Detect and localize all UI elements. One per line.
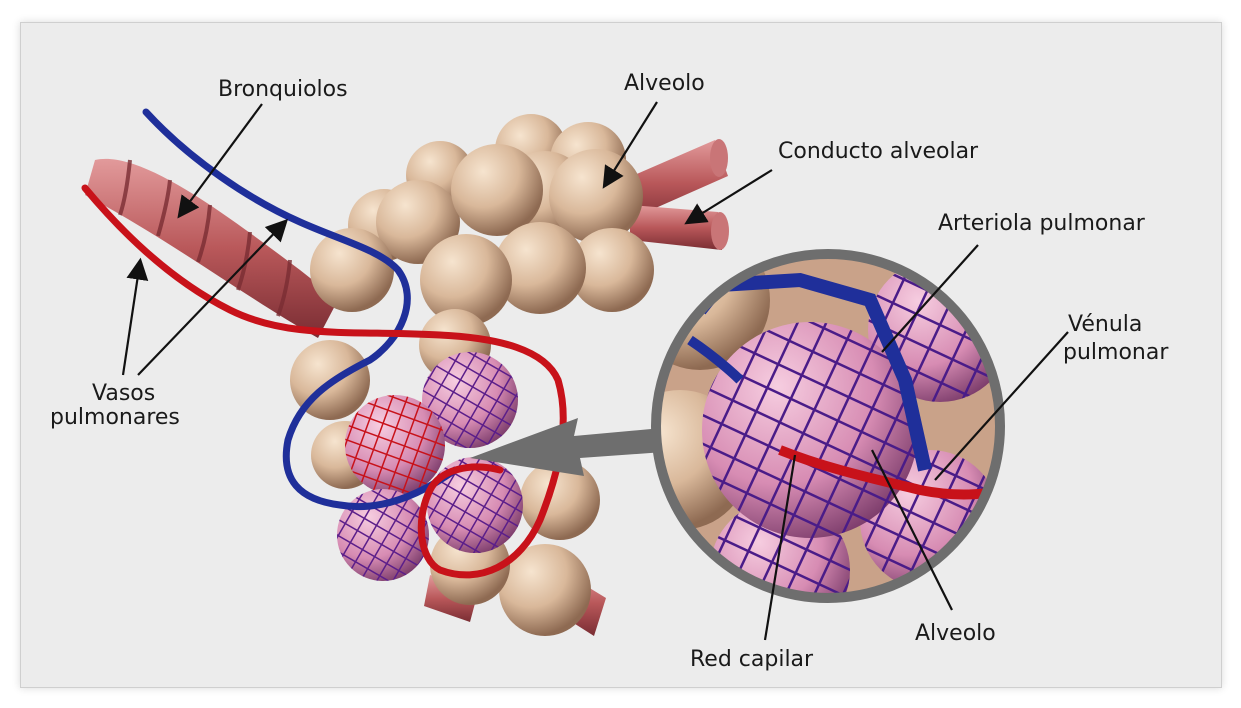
- label-venula-2: pulmonar: [1063, 341, 1168, 365]
- label-arteriola-pulmonar: Arteriola pulmonar: [938, 212, 1145, 236]
- leader-vasos-1: [123, 262, 140, 375]
- label-vasos-2: pulmonares: [50, 406, 180, 430]
- label-venula-1: Vénula: [1068, 313, 1142, 337]
- label-vasos-1: Vasos: [92, 382, 155, 406]
- label-red-capilar: Red capilar: [690, 648, 813, 672]
- bronchiole-tube: [85, 159, 338, 338]
- zoom-circle: [610, 230, 1012, 640]
- label-alveolo-top: Alveolo: [624, 72, 705, 96]
- label-alveolo-bottom: Alveolo: [915, 622, 996, 646]
- label-conducto-alveolar: Conducto alveolar: [778, 140, 978, 164]
- label-bronquiolos: Bronquiolos: [218, 78, 348, 102]
